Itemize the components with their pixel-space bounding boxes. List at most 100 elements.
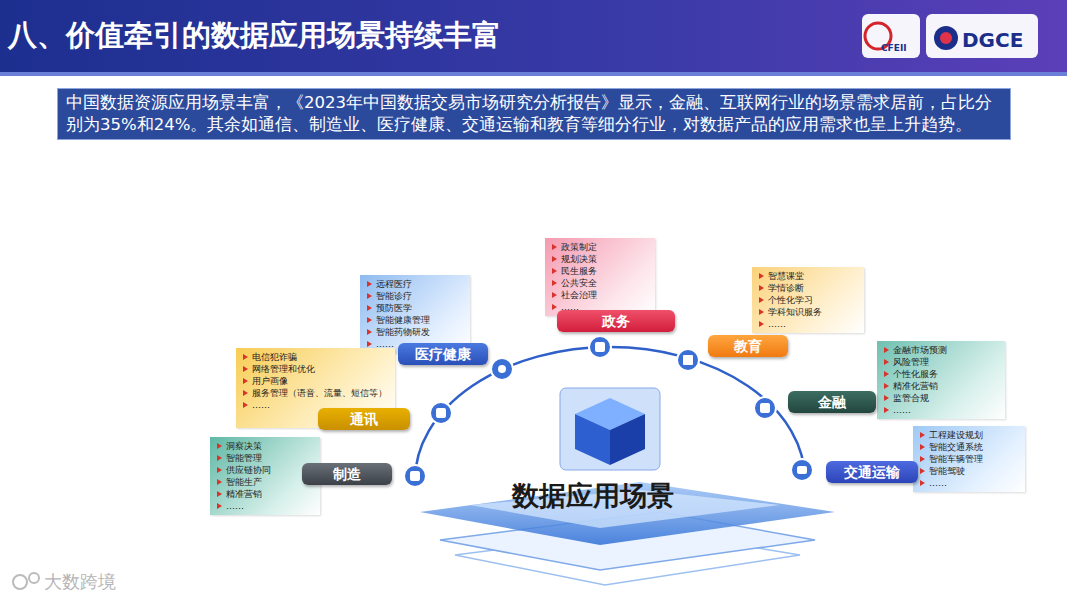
bullet [552,256,557,262]
list-item: 工程建设规划 [919,429,1017,441]
bullet [243,402,248,408]
list-item: 学情诊断 [758,282,856,294]
list-item: 预防医学 [366,302,462,314]
list-item: 洞察决策 [216,440,312,452]
logo-text: DGCE [962,28,1023,52]
list-item: 民生服务 [551,265,647,277]
list-item: 规划决策 [551,253,647,265]
category-pill: 金融 [788,391,876,413]
arc-icon [404,336,813,487]
list-item: 智能管理 [216,452,312,464]
watermark-logo [13,573,39,589]
category-pill: 教育 [708,335,788,357]
bullet [243,366,248,372]
bullet [217,503,222,509]
slide-title: 八、价值牵引的数据应用场景持续丰富 [8,16,501,56]
bullet [884,371,889,377]
bullet [884,395,889,401]
list-item: 电信犯诈骗 [242,351,387,363]
bullet [759,273,764,279]
list-item: …… [919,477,1017,489]
category-pill: 政务 [557,310,675,332]
bullet [920,480,925,486]
bullet [759,309,764,315]
bullet [759,321,764,327]
category-name: 通讯 [350,411,378,427]
bullet [367,341,372,347]
bullet [759,297,764,303]
category-name: 金融 [818,394,846,410]
bullet [920,432,925,438]
list-item: 用户画像 [242,375,387,387]
list-item: …… [883,404,997,416]
bullet [552,280,557,286]
list-item: 学科知识服务 [758,306,856,318]
list-item: 供应链协同 [216,464,312,476]
center-label: 数据应用场景 [512,478,674,514]
bullet [217,467,222,473]
item-list-box: 政策制定规划决策民生服务公共安全社会治理…… [545,238,655,316]
bullet [367,281,372,287]
list-item: 智能健康管理 [366,314,462,326]
list-item: 监管合规 [883,392,997,404]
list-item: 智能车辆管理 [919,453,1017,465]
bullet [552,304,557,310]
bullet [217,455,222,461]
list-item: 智能药物研发 [366,326,462,338]
bullet [552,244,557,250]
list-item: 智能诊疗 [366,290,462,302]
bullet [920,456,925,462]
bullet [884,383,889,389]
list-item: 金融市场预测 [883,344,997,356]
list-item: 精准营销 [216,488,312,500]
list-item: 智能生产 [216,476,312,488]
bullet [367,329,372,335]
list-item: 智慧课堂 [758,270,856,282]
header-bar [0,0,1067,72]
bullet [217,443,222,449]
bullet [920,444,925,450]
scene-arc [415,347,805,480]
bullet [367,293,372,299]
bullet [367,305,372,311]
category-name: 交通运输 [844,464,900,480]
logo-bg [862,14,920,58]
logo-dot [934,26,958,50]
bullet [243,354,248,360]
category-name: 教育 [734,338,762,354]
list-item: 公共安全 [551,277,647,289]
category-pill: 医疗健康 [398,343,488,365]
category-name: 医疗健康 [415,346,471,362]
intro-text: 中国数据资源应用场景丰富，《2023年中国数据交易市场研究分析报告》显示，金融、… [66,92,1002,136]
list-item: 远程医疗 [366,278,462,290]
list-item: 个性化服务 [883,368,997,380]
list-item: 风险管理 [883,356,997,368]
data-cube [560,388,660,470]
bullet [243,390,248,396]
list-item: 智能驾驶 [919,465,1017,477]
intro-box: 中国数据资源应用场景丰富，《2023年中国数据交易市场研究分析报告》显示，金融、… [57,88,1011,140]
watermark: 大数跨境 [44,570,116,594]
bullet [367,317,372,323]
bullet [552,268,557,274]
list-item: 服务管理（语音、流量、短信等） [242,387,387,399]
list-item: 政策制定 [551,241,647,253]
item-list-box: 金融市场预测风险管理个性化服务精准化营销监管合规…… [877,341,1005,419]
list-item: …… [758,318,856,330]
item-list-box: 智慧课堂学情诊断个性化学习学科知识服务…… [752,267,864,333]
bullet [217,491,222,497]
bullet [920,468,925,474]
logo-text: CFEII [881,43,907,53]
bullet [884,359,889,365]
list-item: 智能交通系统 [919,441,1017,453]
list-item: …… [216,500,312,512]
bullet [217,479,222,485]
bullet [243,378,248,384]
list-item: 社会治理 [551,289,647,301]
category-pill: 通讯 [318,408,410,430]
bullet [552,292,557,298]
category-name: 政务 [602,313,630,329]
logo-bg [926,14,1038,58]
item-list-box: 远程医疗智能诊疗预防医学智能健康管理智能药物研发…… [360,275,470,353]
bullet [759,285,764,291]
